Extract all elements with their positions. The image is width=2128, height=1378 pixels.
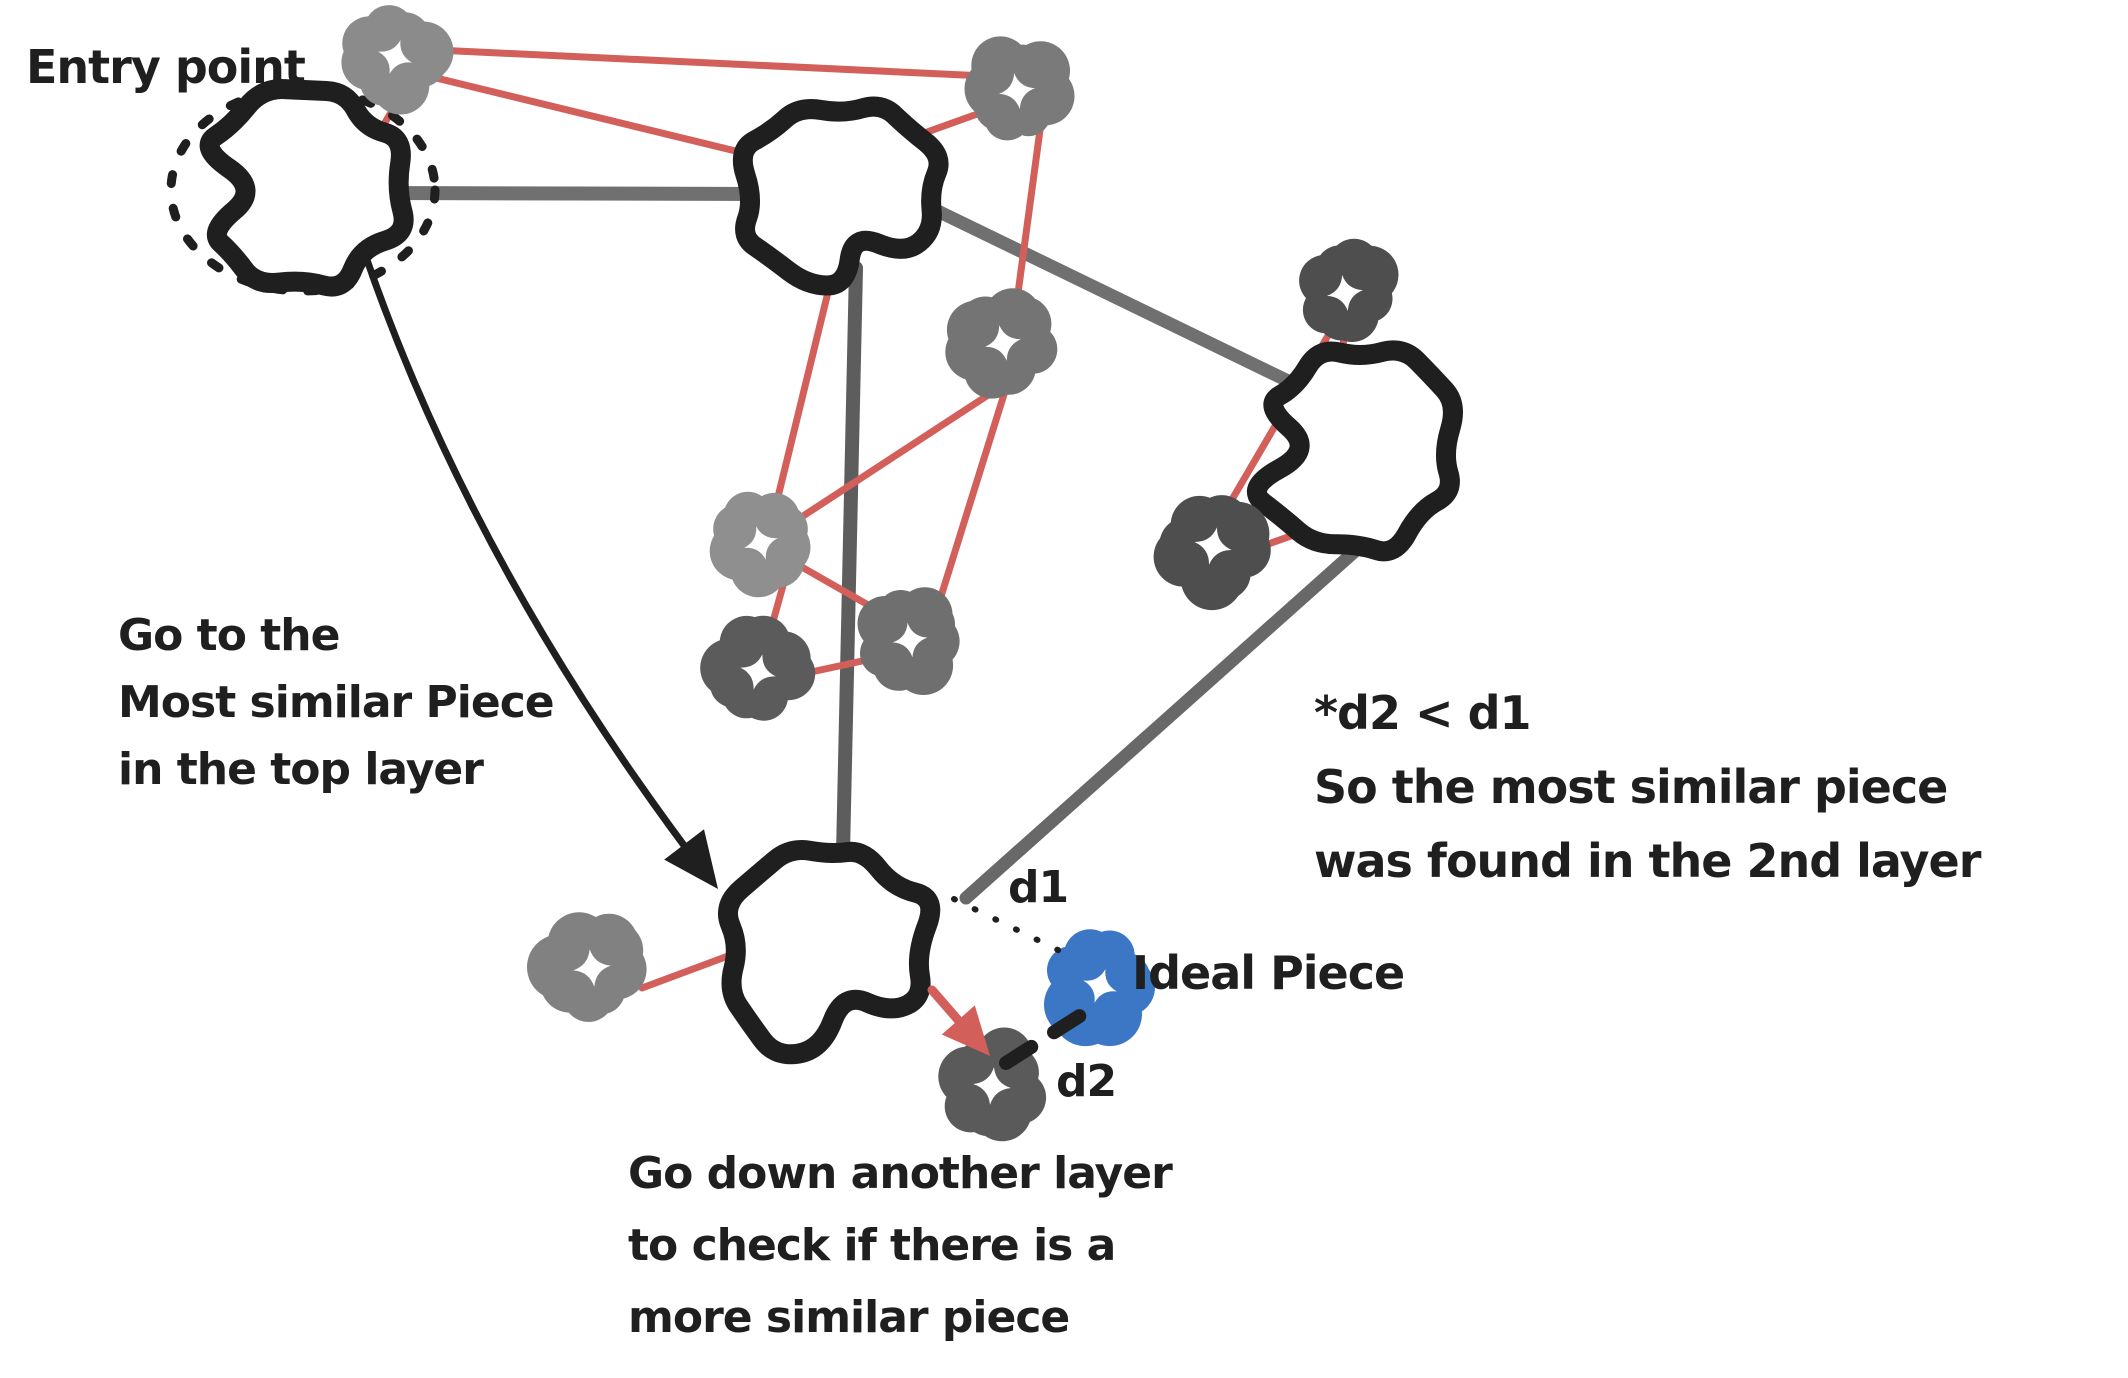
edge-midpiece-bottompiece bbox=[835, 261, 863, 905]
gray-node-right-upper-hole bbox=[1326, 274, 1364, 312]
edge-rightpiece-bottompiece bbox=[959, 545, 1361, 905]
gray-node-bottom-left-hole bbox=[573, 949, 611, 987]
edge-topright-center bbox=[1012, 126, 1044, 312]
gray-node-mid-left-hole bbox=[744, 526, 778, 560]
gray-node-mid-center-hole bbox=[892, 622, 928, 658]
edge-midpiece-rightpiece bbox=[910, 194, 1293, 387]
edge-entrypiece-midpiece bbox=[376, 186, 779, 201]
edge-topleft-topright bbox=[432, 46, 989, 80]
edge-midpiece-midleft bbox=[772, 280, 834, 509]
d1-label: d1 bbox=[1008, 862, 1069, 913]
top-middle-piece bbox=[732, 96, 949, 296]
right-piece bbox=[1247, 340, 1463, 562]
bottom-piece bbox=[718, 840, 941, 1065]
d2-dashed-line bbox=[999, 1001, 1099, 1070]
edge-bottomleft-bottompiece bbox=[638, 952, 732, 992]
ideal-piece-label: Ideal Piece bbox=[1132, 946, 1405, 1000]
gray-node-center-hole bbox=[985, 325, 1021, 361]
go-down-arrow-head bbox=[941, 1005, 990, 1056]
edge-topleft-midpiece bbox=[424, 72, 756, 159]
ideal-piece-node-hole bbox=[1083, 969, 1117, 1003]
gray-node-mid-left-lower-hole bbox=[740, 654, 776, 690]
gray-node-bottom-center-hole bbox=[973, 1067, 1011, 1105]
entry-to-bottom-arrow-head bbox=[664, 829, 718, 889]
gray-node-right-lower-hole bbox=[1194, 527, 1232, 565]
entry-to-bottom-arrow bbox=[362, 253, 708, 876]
go-down-note: Go down another layer to check if there … bbox=[628, 1148, 1173, 1343]
top-layer-note: Go to the Most similar Piece in the top … bbox=[118, 610, 555, 795]
d1-dotted-line bbox=[951, 896, 1065, 955]
gray-node-top-right-hole bbox=[998, 72, 1036, 110]
edge-midcenter-center bbox=[934, 384, 1010, 610]
entry-piece bbox=[199, 79, 414, 297]
entry-point-label: Entry point bbox=[26, 40, 306, 94]
d2-label: d2 bbox=[1056, 1056, 1117, 1107]
second-layer-note: *d2 < d1 So the most similar piece was f… bbox=[1314, 686, 1981, 888]
edge-midleft-center bbox=[793, 382, 1006, 524]
gray-node-top-left-hole bbox=[378, 40, 412, 74]
